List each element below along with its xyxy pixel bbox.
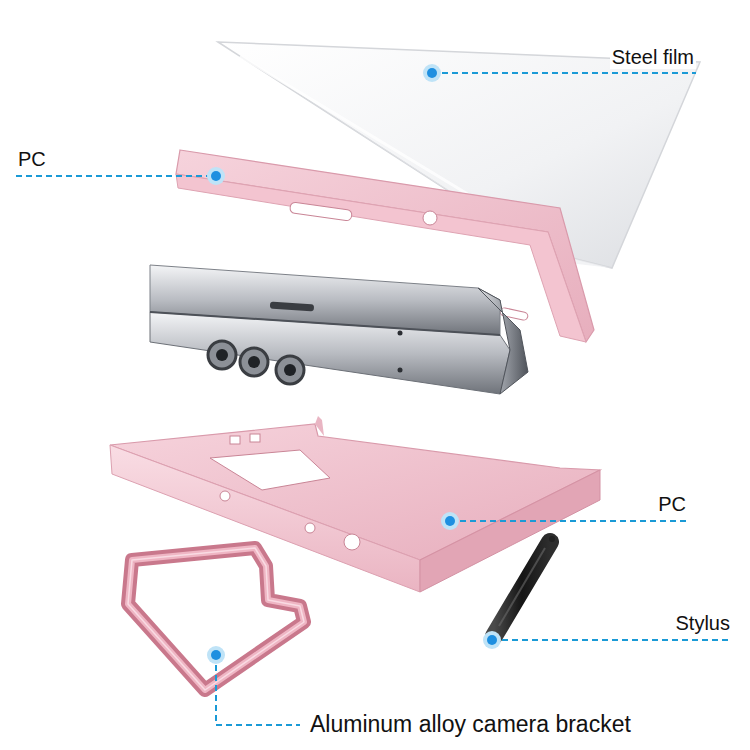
stylus — [494, 536, 555, 636]
leader-line — [16, 175, 216, 177]
part-label: PC — [16, 148, 48, 171]
leader-line — [432, 72, 696, 74]
leader-dot — [423, 64, 441, 82]
part-label: Aluminum alloy camera bracket — [308, 711, 633, 737]
leader-dot — [211, 650, 221, 660]
steel-film — [218, 42, 700, 268]
leader-line — [492, 639, 732, 641]
part-label: PC — [656, 493, 688, 516]
leader-dot — [487, 635, 497, 645]
leader-lines — [16, 73, 732, 725]
leader-dot — [211, 171, 221, 181]
leader-dot — [427, 68, 437, 78]
leader-dot — [483, 631, 501, 649]
leader-dot — [441, 512, 459, 530]
leader-dot — [445, 516, 455, 526]
folding-phone — [150, 265, 528, 394]
part-label: Steel film — [610, 46, 696, 69]
leader-line — [216, 655, 300, 725]
part-label: Stylus — [674, 612, 732, 635]
leader-line — [450, 520, 688, 522]
leader-dot — [207, 646, 225, 664]
leader-dots — [207, 64, 501, 664]
leader-dot — [207, 167, 225, 185]
